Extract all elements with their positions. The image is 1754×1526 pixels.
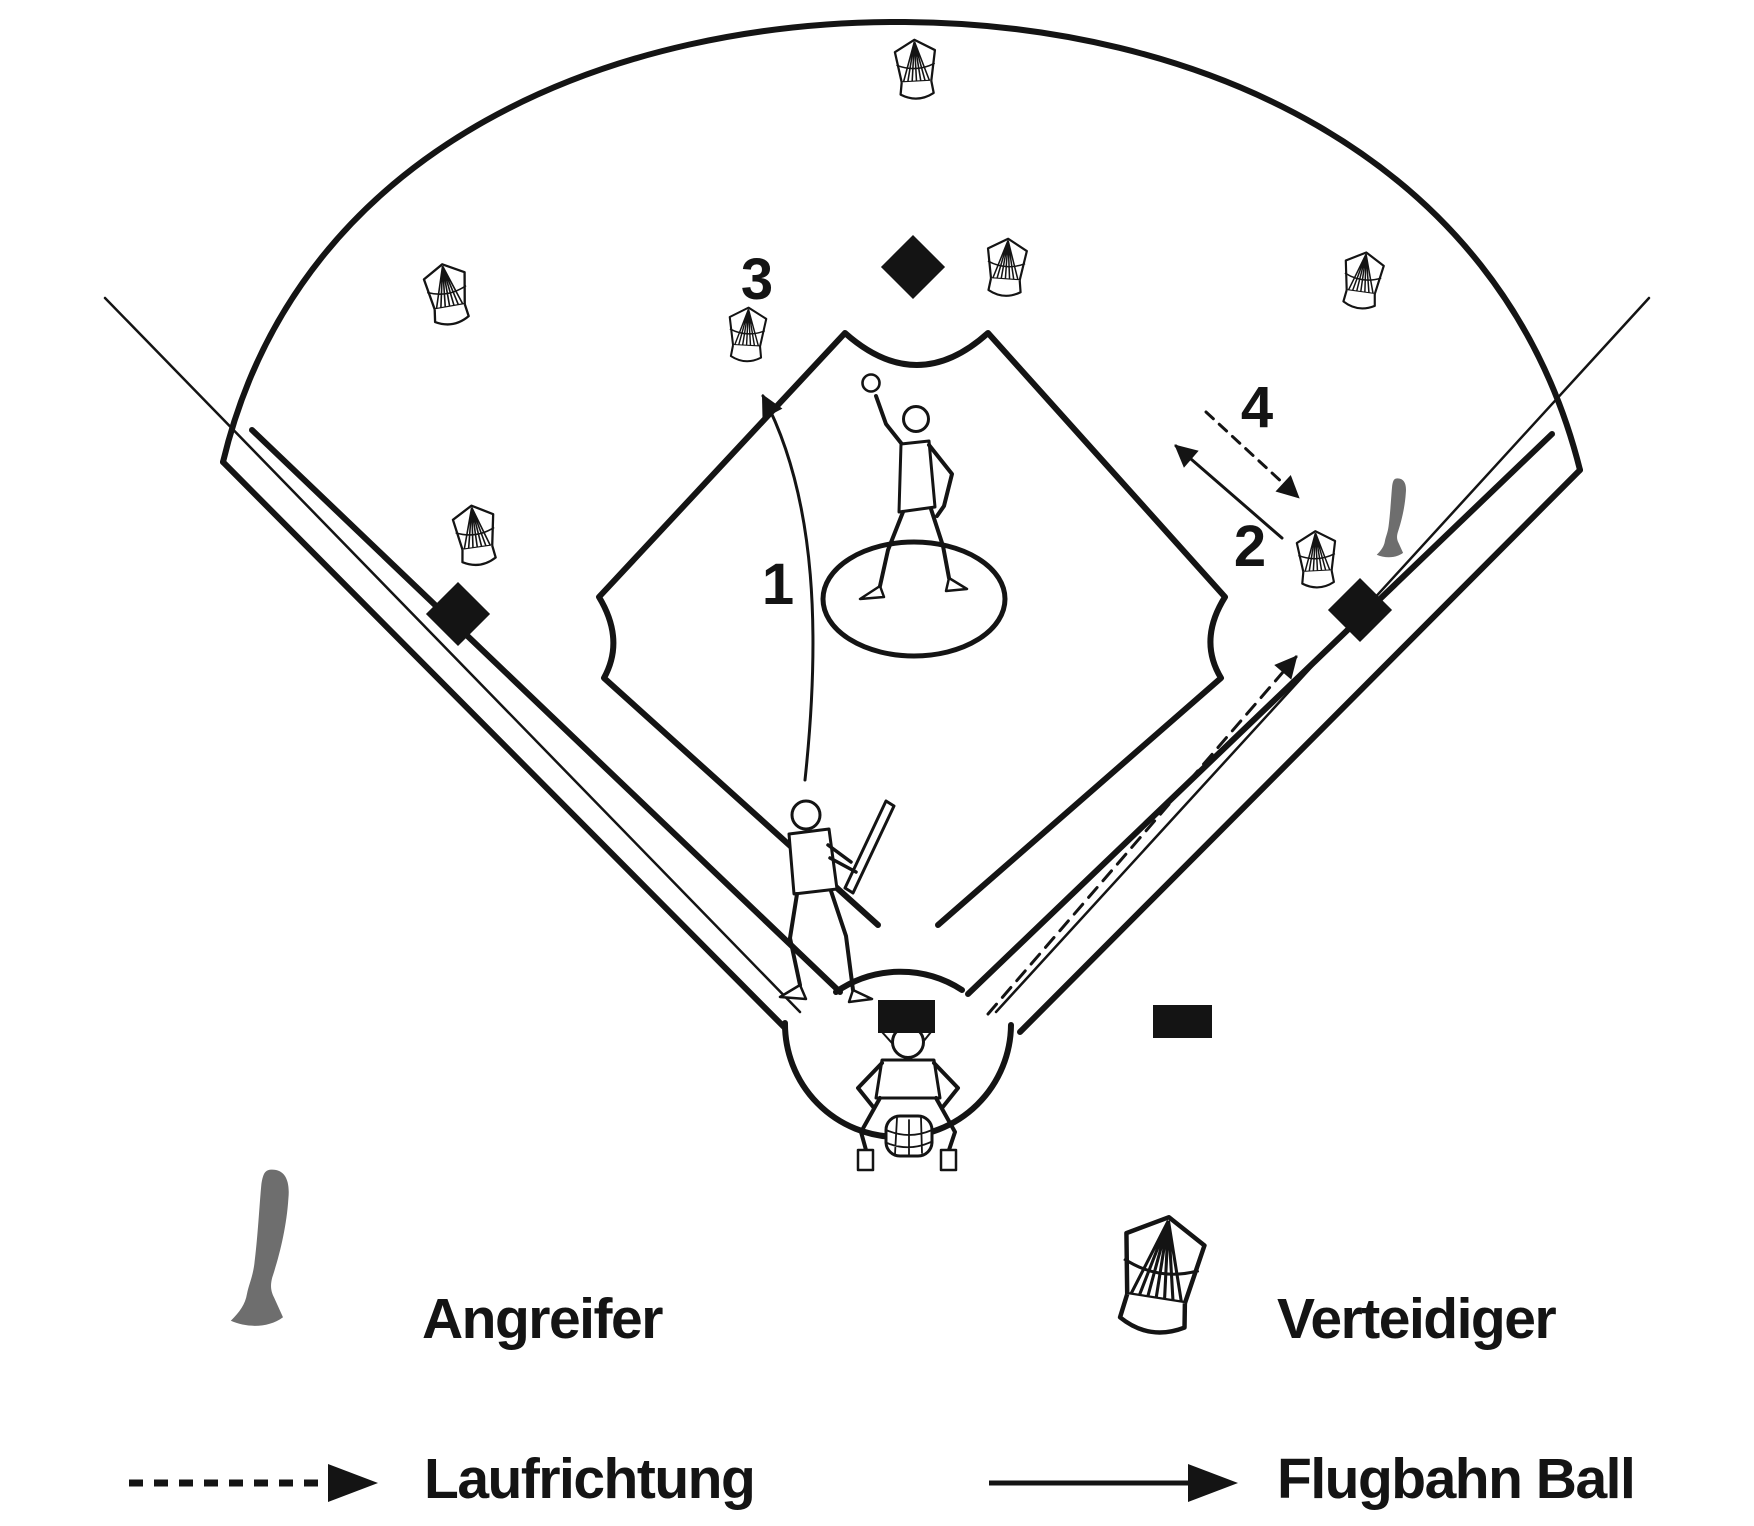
defender-glove-icon <box>983 236 1029 299</box>
defender-glove-icon <box>1338 248 1387 312</box>
run-direction-arrow-4 <box>1204 410 1300 499</box>
pitcher-throwing-arm <box>874 394 907 450</box>
infield-diamond <box>596 330 1228 928</box>
annotation-number-1: 1 <box>762 552 794 617</box>
home-circle <box>833 968 965 995</box>
ball-flight-arrow-1 <box>761 394 815 782</box>
catcher-torso <box>874 1058 942 1100</box>
third-base-corridor-inner <box>249 427 843 995</box>
batter-figure <box>778 799 896 1004</box>
annotation-number-3: 3 <box>741 247 773 312</box>
first-base-corridor-inner <box>965 431 1555 997</box>
glove-icon <box>1295 529 1339 590</box>
attacker-bat-icon <box>1376 478 1406 558</box>
bat-icon <box>1376 478 1406 558</box>
glove-icon <box>726 305 768 364</box>
glove-icon <box>983 236 1029 299</box>
run-direction-arrow-2 <box>986 655 1298 1016</box>
defender-glove-icon <box>1295 529 1339 590</box>
ball-flight-arrow-4 <box>1174 444 1284 540</box>
annotation-number-2: 2 <box>1234 514 1266 579</box>
foul-line-left <box>103 296 802 1014</box>
legend-ball-flight-label: Flugbahn Ball <box>1277 1447 1634 1511</box>
batter-feet <box>778 983 874 1004</box>
batter-arms <box>826 843 858 874</box>
glove-icon <box>1112 1211 1208 1338</box>
legend-run-direction-label: Laufrichtung <box>424 1447 754 1511</box>
pitcher-figure <box>858 373 969 601</box>
catcher-left-foot <box>856 1148 875 1172</box>
pitcher-legs <box>878 507 951 588</box>
base-marker <box>880 234 946 300</box>
plate-marker <box>1153 1005 1212 1038</box>
glove-icon <box>420 259 475 329</box>
pitcher-torso <box>897 439 937 514</box>
legend-defender-label: Verteidiger <box>1277 1287 1556 1351</box>
field-markers-layer: 1 2 3 4 <box>230 37 1406 1338</box>
defender-glove-icon <box>726 305 768 364</box>
pitcher-glove-arm <box>927 443 954 518</box>
outfield-boundary <box>220 18 1583 473</box>
bat-icon <box>230 1169 289 1326</box>
glove-icon <box>1338 248 1387 312</box>
field-outline <box>103 18 1651 1140</box>
catcher-arms <box>856 1061 960 1110</box>
ball-icon <box>861 373 881 393</box>
glove-icon <box>450 501 502 569</box>
legend-attacker-label: Angreifer <box>422 1287 663 1351</box>
catcher-mitt-web <box>885 1117 933 1157</box>
legend-bat-icon <box>230 1169 289 1326</box>
catcher-right-foot <box>939 1148 958 1172</box>
dashed-arrow-icon <box>129 1464 378 1502</box>
pitcher-head <box>902 405 930 433</box>
catcher-figure <box>856 1025 960 1172</box>
batter-legs <box>788 889 855 992</box>
batter-torso <box>787 827 839 896</box>
first-base-corridor-outer <box>1017 467 1583 1035</box>
defender-glove-icon <box>893 37 939 101</box>
legend-glove-icon <box>1112 1211 1208 1338</box>
legend: Angreifer Verteidiger Laufrichtung Flugb… <box>129 1287 1636 1511</box>
glove-icon <box>893 37 939 101</box>
catcher-legs <box>859 1096 957 1152</box>
arrows <box>761 394 1300 1016</box>
batter-bat <box>843 799 896 895</box>
pitcher-mound <box>820 539 1008 659</box>
annotation-number-4: 4 <box>1241 375 1273 440</box>
base-marker <box>1327 577 1393 643</box>
third-base-corridor-outer <box>220 459 788 1031</box>
plate-marker <box>878 1000 935 1033</box>
solid-arrow-icon <box>989 1464 1238 1502</box>
pitcher-feet <box>858 576 969 601</box>
defender-glove-icon <box>420 259 475 329</box>
defender-glove-icon <box>450 501 502 569</box>
batter-head <box>790 799 822 831</box>
